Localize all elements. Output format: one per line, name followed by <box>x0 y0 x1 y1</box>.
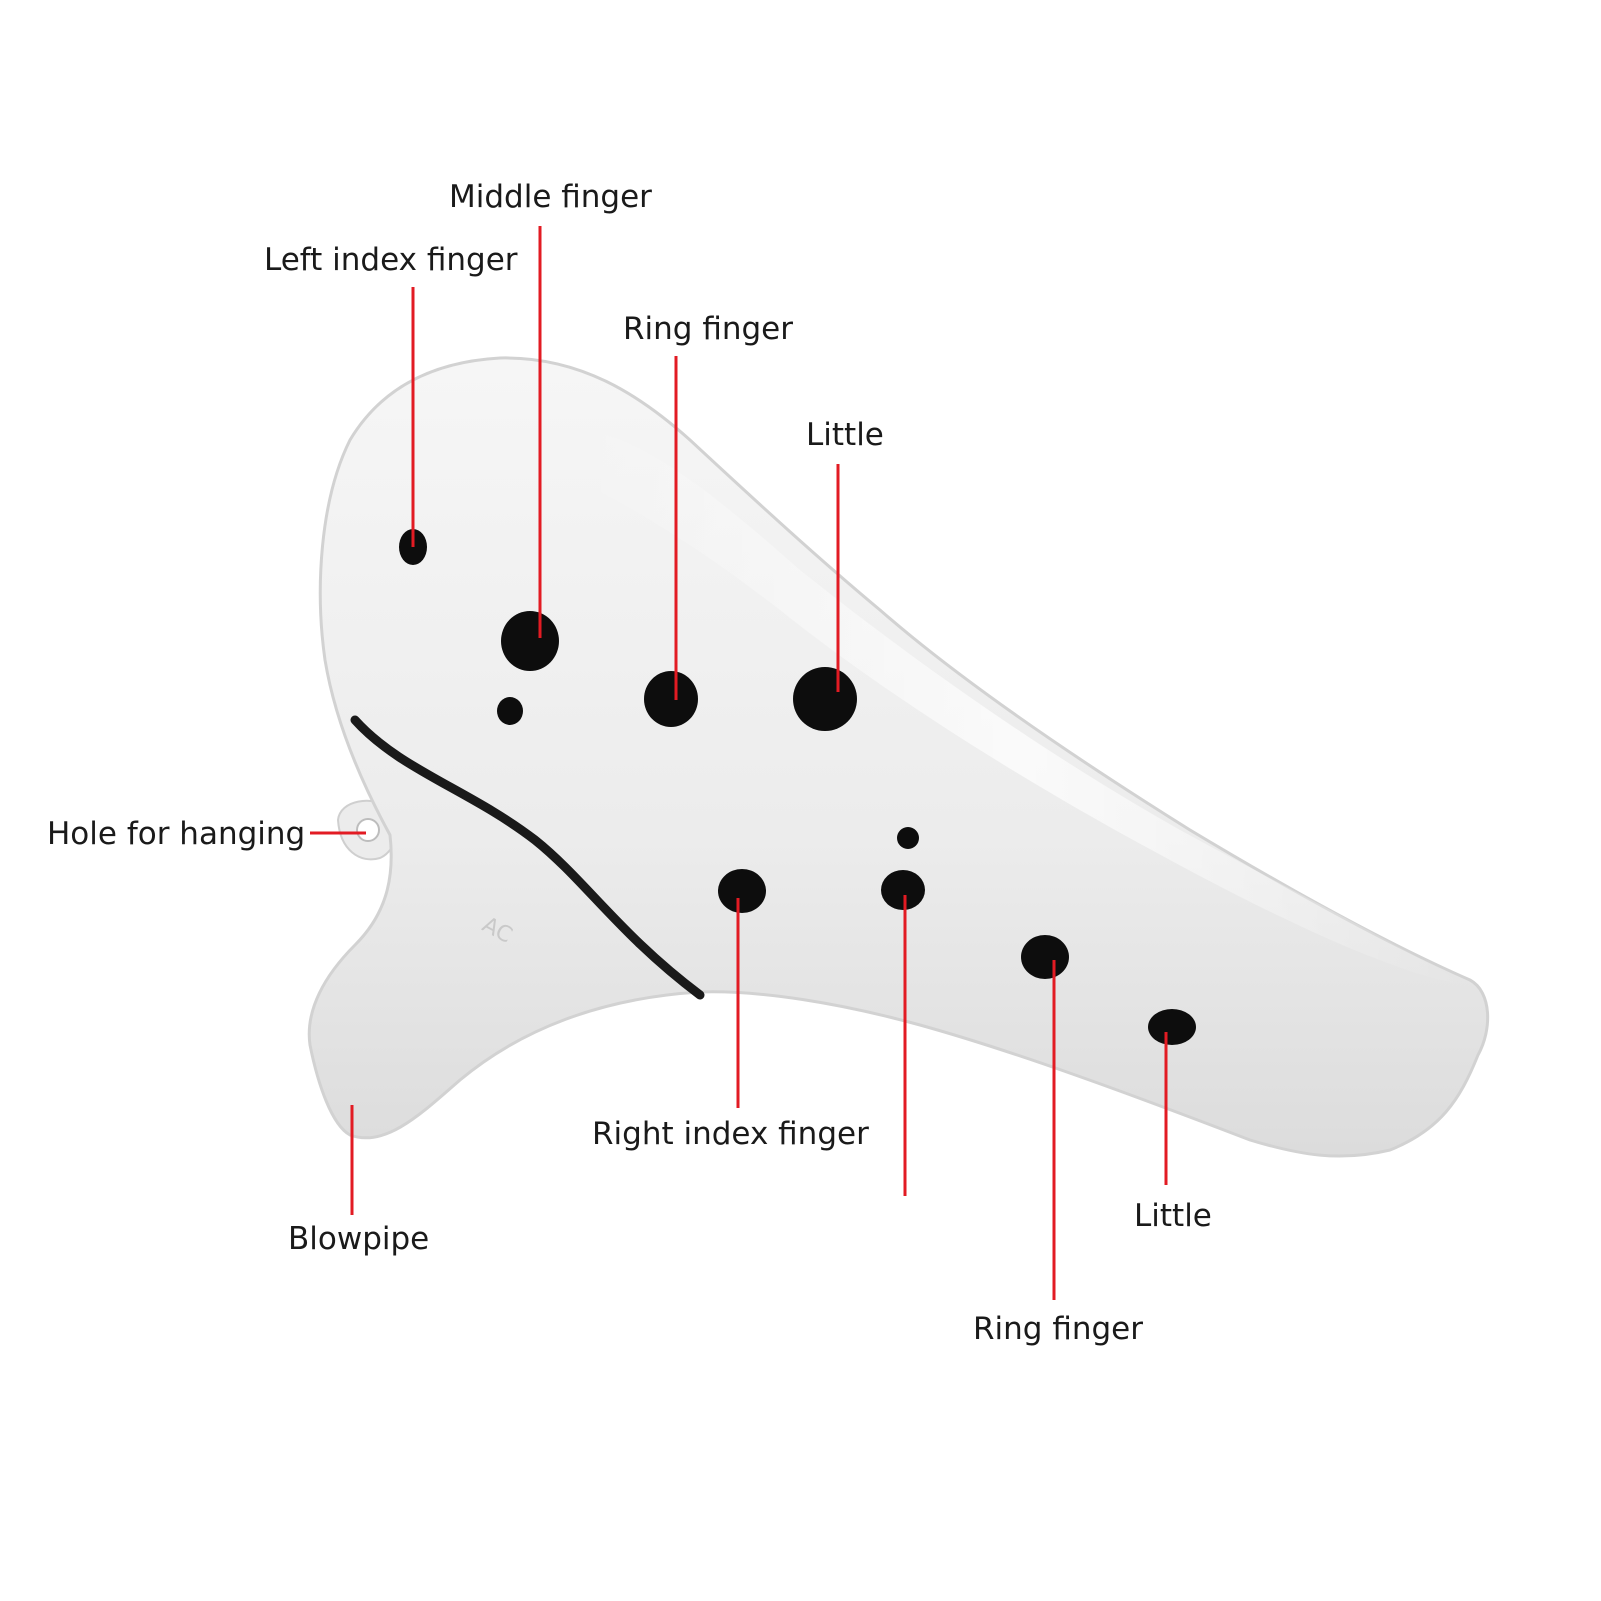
hole-little-bottom <box>1148 1009 1196 1045</box>
label-little-top: Little <box>806 417 884 453</box>
hole-ring-bottom <box>1021 935 1069 979</box>
label-little-bottom: Little <box>1134 1198 1212 1234</box>
ocarina-body <box>307 356 1490 1158</box>
label-blowpipe: Blowpipe <box>288 1221 430 1257</box>
label-middle-finger: Middle finger <box>449 179 652 215</box>
hole-small-thumb <box>497 697 523 725</box>
hole-right-index <box>718 869 766 913</box>
label-ring-finger-top: Ring finger <box>623 311 794 347</box>
hole-right-middle <box>881 870 925 910</box>
hole-middle <box>501 611 559 671</box>
finger-holes <box>399 529 1196 1045</box>
label-right-index-finger: Right index finger <box>592 1116 869 1152</box>
label-left-index-finger: Left index finger <box>264 242 518 278</box>
leader-lines <box>310 226 1168 1300</box>
hole-ring-top <box>644 671 698 727</box>
hole-little-top <box>793 667 857 731</box>
label-hole-for-hanging: Hole for hanging <box>47 816 306 852</box>
label-ring-finger-bottom: Ring finger <box>973 1311 1144 1347</box>
body-highlight <box>575 430 1465 985</box>
hole-small-right <box>897 827 919 849</box>
seam-line <box>350 715 705 1000</box>
